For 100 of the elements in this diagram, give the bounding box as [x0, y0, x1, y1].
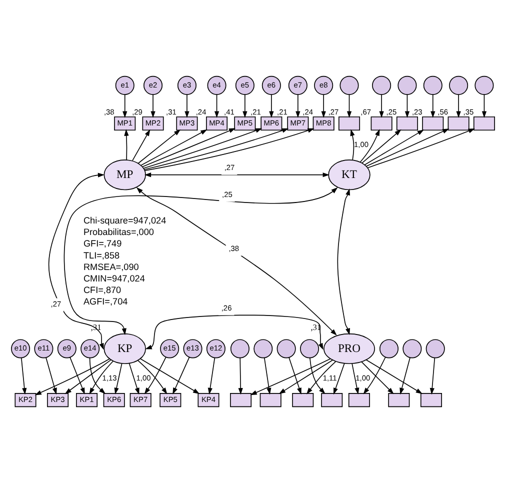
node-box: [260, 392, 282, 407]
arrow: [140, 128, 208, 166]
node-circle: e7: [288, 75, 308, 94]
node-label: ,27: [328, 107, 339, 116]
arrow: [350, 128, 355, 160]
arrow: [334, 362, 345, 394]
node-label: ,21: [277, 107, 288, 116]
arrow: [46, 356, 57, 394]
node-circle: e8: [314, 75, 334, 94]
node-circle: [398, 75, 417, 94]
arrow: [137, 360, 168, 394]
arrow: [208, 356, 216, 394]
node-box: [422, 116, 444, 130]
node-label: ,41: [224, 107, 234, 116]
node-ellipse: KP: [104, 332, 146, 364]
arrow: [430, 357, 436, 394]
node-circle: [254, 338, 273, 358]
node-label: ,23: [412, 107, 422, 116]
arrow: [321, 94, 326, 118]
node-circle: [379, 338, 399, 358]
arrow: [269, 94, 274, 118]
edge-label: 1,13: [102, 372, 117, 382]
node-box: KP4: [198, 392, 220, 407]
arrow: [150, 94, 156, 118]
node-circle: [426, 338, 445, 358]
node-box: MP5: [234, 116, 256, 130]
node-box: KP5: [160, 392, 182, 407]
arrow: [144, 128, 314, 170]
arrow: [379, 94, 384, 118]
arrow: [278, 359, 333, 394]
node-label: ,56: [438, 107, 448, 116]
node-circle: [449, 75, 468, 94]
arrow: [366, 128, 450, 166]
node-circle: e15: [160, 338, 180, 358]
node-box: MP3: [176, 116, 198, 130]
node-circle: [276, 338, 296, 358]
arrow: [362, 128, 402, 163]
label: TLI=,858: [83, 250, 120, 260]
node-circle: e14: [80, 338, 100, 358]
node-circle: e10: [11, 338, 30, 358]
label: RMSEA=,090: [83, 261, 139, 272]
arrow: [242, 94, 248, 118]
node-ellipse: MP: [104, 159, 146, 190]
arrow: [337, 188, 350, 335]
arrow: [122, 94, 128, 118]
node-circle: [372, 75, 392, 94]
arrow: [138, 128, 181, 164]
arrow: [360, 128, 380, 162]
arrow: [363, 356, 386, 394]
arrow: [361, 360, 394, 394]
node-ellipse: PRO: [324, 332, 375, 364]
arrow: [124, 128, 129, 160]
node-box: [448, 116, 470, 130]
node-box: [230, 392, 252, 407]
arrow: [430, 94, 436, 118]
node-box: KP7: [130, 392, 152, 407]
arrow: [142, 128, 236, 167]
node-label: ,35: [463, 107, 474, 116]
arrow: [132, 128, 150, 160]
arrow: [144, 172, 330, 177]
arrow: [456, 94, 461, 118]
node-label: ,24: [302, 107, 314, 116]
edge-label: 1,00: [356, 372, 370, 382]
arrow: [366, 358, 423, 394]
label: AGFI=,704: [83, 296, 128, 306]
arrow: [20, 357, 27, 394]
node-label: ,38: [104, 107, 114, 116]
node-box: KP1: [76, 392, 98, 407]
node-label: ,67: [360, 107, 371, 116]
arrow: [34, 358, 110, 395]
arrow: [364, 129, 424, 165]
node-circle: [474, 75, 494, 94]
node-circle: [340, 75, 359, 94]
edge-label: ,38: [228, 244, 240, 253]
arrow: [367, 128, 475, 168]
node-box: KP6: [103, 392, 125, 407]
arrow: [172, 356, 190, 394]
arrow: [482, 94, 487, 118]
edge-label: ,27: [224, 162, 235, 172]
arrow: [70, 356, 85, 394]
node-circle: e5: [235, 75, 254, 94]
arrow: [128, 362, 140, 394]
arrow: [143, 128, 262, 168]
arrow: [64, 358, 112, 394]
node-circle: [230, 338, 250, 358]
node-circle: [423, 75, 442, 94]
node-circle: [300, 338, 320, 358]
node-box: [473, 116, 495, 130]
arrow: [400, 356, 410, 394]
arrow: [309, 356, 326, 394]
edge-label: 1,00: [136, 372, 151, 382]
arrow: [352, 362, 360, 394]
label: CFI=,870: [83, 284, 122, 295]
node-circle: e9: [57, 338, 76, 358]
node-label: ,25: [386, 107, 397, 116]
edge-label: 1,11: [322, 372, 337, 382]
edge-label: ,25: [222, 189, 232, 198]
label: CMIN=947,024: [83, 272, 145, 283]
label: Chi-square=947,024: [83, 215, 166, 226]
node-box: [338, 116, 360, 130]
